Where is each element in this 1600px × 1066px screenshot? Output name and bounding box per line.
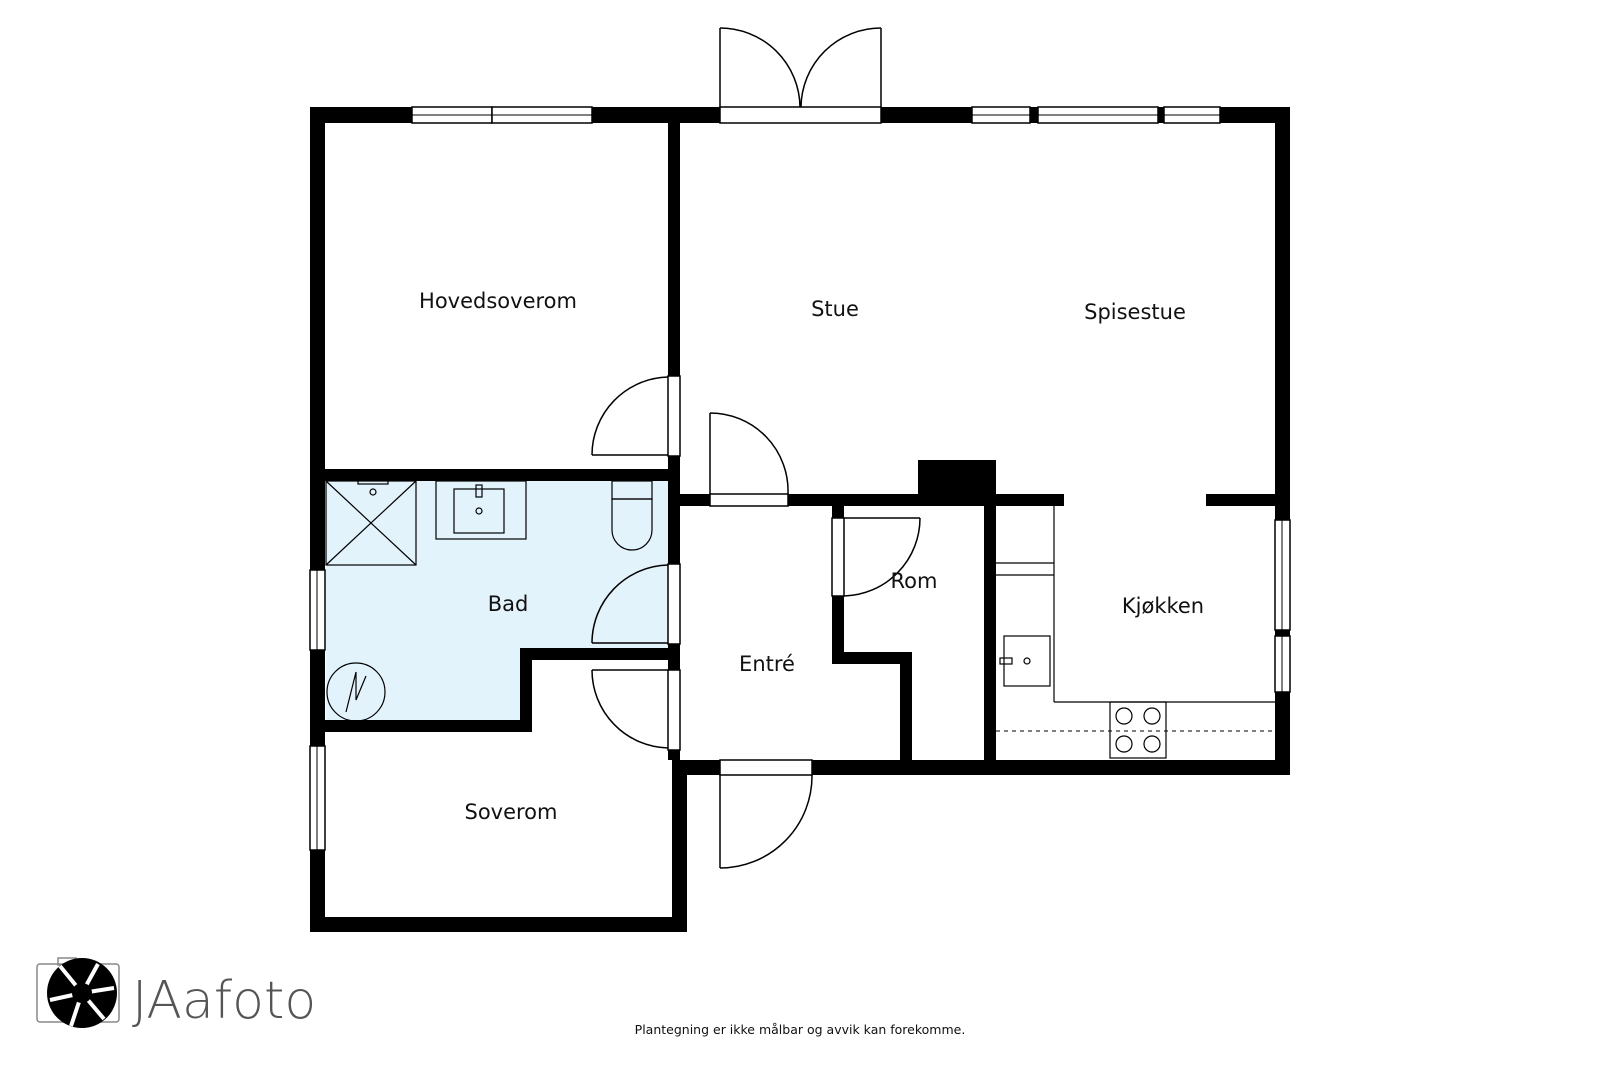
disclaimer: Plantegning er ikke målbar og avvik kan … (635, 1022, 966, 1037)
room-label-spisestue: Spisestue (1084, 300, 1186, 324)
room-label-bad: Bad (488, 592, 529, 616)
windows (309, 106, 1291, 851)
logo-text: JAafoto (132, 971, 316, 1031)
room-label-entre: Entré (739, 652, 795, 676)
doors (591, 27, 921, 869)
room-label-kjokken: Kjøkken (1122, 594, 1204, 618)
bathroom-fixtures (325, 477, 653, 722)
room-label-hovedsoverom: Hovedsoverom (419, 289, 577, 313)
logo: JAafoto (36, 957, 316, 1031)
camera-aperture-icon (36, 957, 120, 1028)
bathroom-floor (326, 478, 672, 720)
room-label-soverom: Soverom (464, 800, 557, 824)
room-label-rom: Rom (891, 569, 938, 593)
room-label-stue: Stue (811, 297, 859, 321)
kitchen-fixtures (996, 504, 1275, 759)
